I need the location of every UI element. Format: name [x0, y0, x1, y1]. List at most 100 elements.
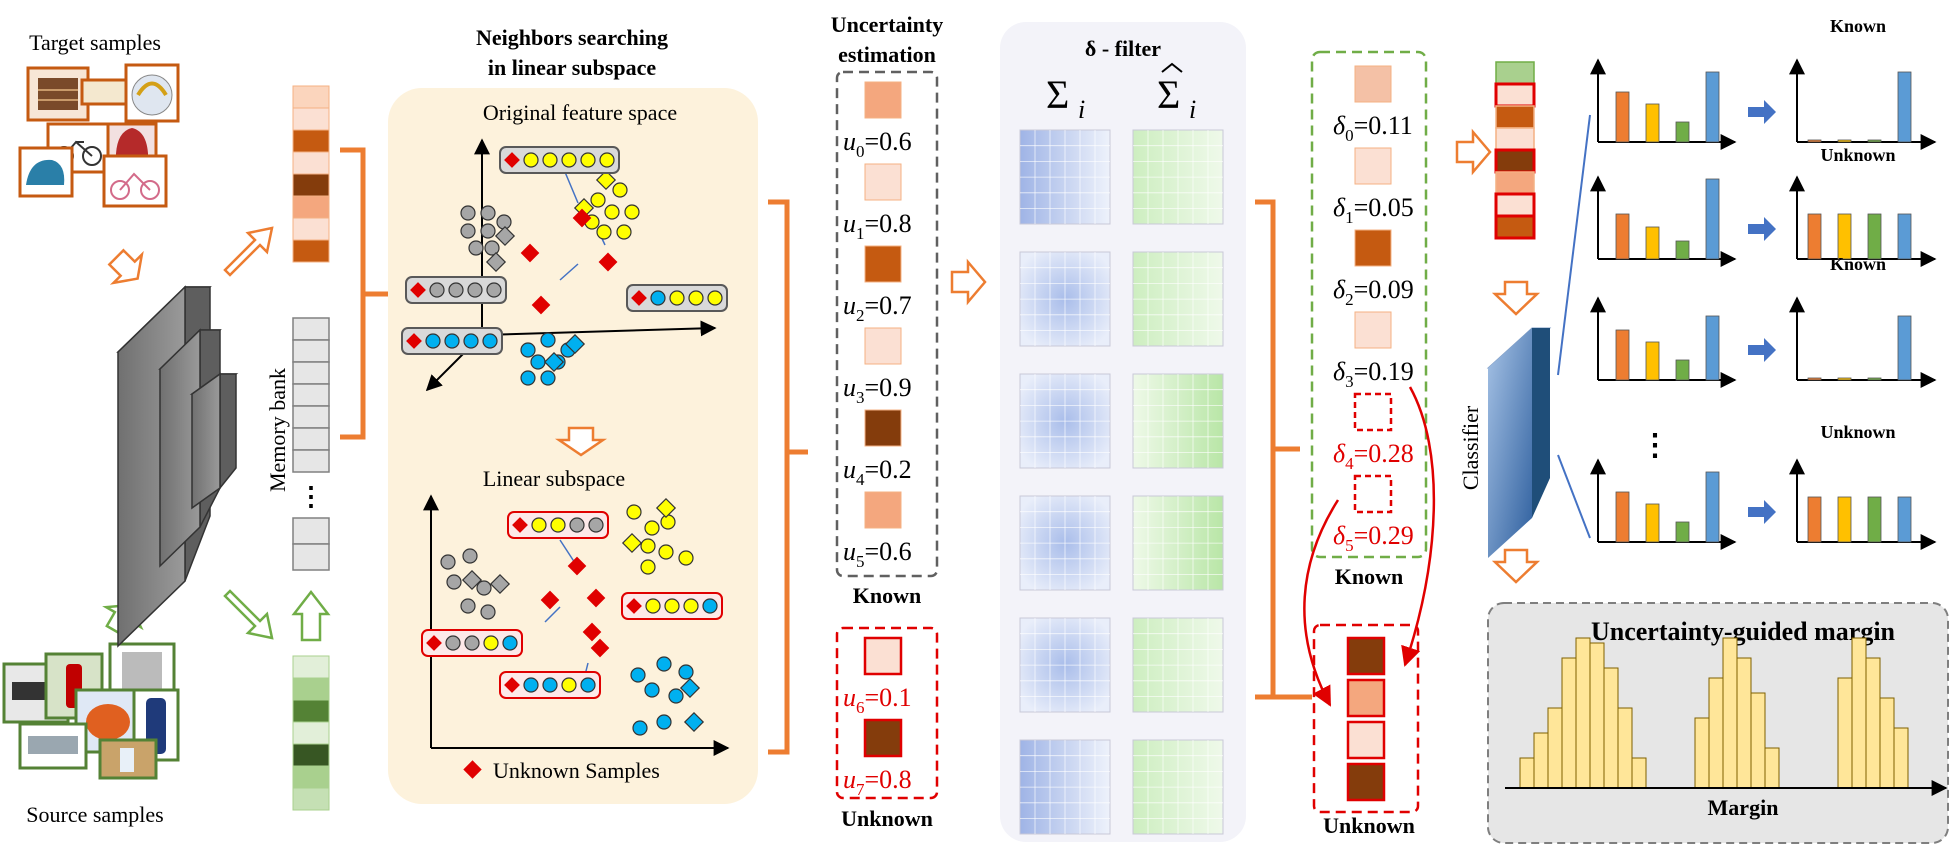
neighbor-pill-yellow-dot [599, 152, 615, 168]
output-right-bar [1897, 213, 1912, 260]
gray-dot [496, 214, 512, 230]
neighbor-pill-yellow-dot [580, 152, 596, 168]
target-feature-cell [292, 129, 330, 153]
delta-unknown-square [1353, 392, 1393, 432]
uncertainty-unknown-square [863, 718, 903, 758]
source-feature-cell [292, 721, 330, 745]
blue-dot [678, 664, 694, 680]
memory-bank-label: Memory bank [265, 368, 290, 492]
output-right-bar [1837, 139, 1852, 143]
red-arrow-delta4-to-unknown [1303, 499, 1340, 707]
margin-histogram-bar [1547, 707, 1563, 789]
yellow-dot [604, 204, 620, 220]
neighbor-pill-blue-dot [425, 333, 441, 349]
unknown-stack-cell [1346, 678, 1386, 718]
unknown-sample-diamond [531, 295, 551, 315]
target-image-pink-bike [102, 154, 168, 208]
output-left-bar [1645, 103, 1660, 143]
uncertainty-known-box [835, 70, 939, 578]
blue-dot [630, 667, 646, 683]
output-label-known: Known [1830, 16, 1886, 36]
output-right-bar [1897, 315, 1912, 381]
output-left-bar [1615, 91, 1630, 143]
margin-histogram-bar [1837, 677, 1853, 789]
delta-known-box [1310, 50, 1428, 559]
margin-histogram-bar [1603, 667, 1619, 789]
unknown-sample-diamond [567, 556, 587, 576]
uncertainty-title-line1: Uncertainty [831, 12, 943, 37]
gray-dot [460, 223, 476, 239]
subspace-pill-lower-dot [523, 677, 539, 693]
unknown-sample-diamond [586, 588, 606, 608]
margin-histogram-bar [1533, 732, 1549, 789]
linear-subspace-axes [423, 494, 730, 756]
blue-dot [520, 370, 536, 386]
memory-bank: ⋮ [292, 317, 330, 571]
uncertainty-unknown-list: u6=0.1u7=0.8 [843, 636, 912, 799]
uncertainty-known-label: u0=0.6 [843, 127, 912, 161]
neighbor-pill-blue-dot [463, 333, 479, 349]
yellow-dot [616, 224, 632, 240]
output-right-bar [1897, 496, 1912, 543]
unknown-stack-cell [1346, 720, 1386, 760]
neighbor-pill-yellow-dot [542, 152, 558, 168]
gray-dot [446, 574, 462, 590]
bracket-filter-to-delta [1255, 199, 1300, 700]
yellow-dot [644, 520, 660, 536]
source-feature-cell [292, 765, 330, 789]
classifier-fan-top [1557, 114, 1591, 376]
source-feature-cell [292, 655, 330, 679]
sigma-subscript: i [1078, 95, 1085, 124]
blue-dot [540, 332, 556, 348]
output-right-bar [1837, 213, 1852, 260]
yellow-dot [612, 182, 628, 198]
target-feature-cell [292, 107, 330, 131]
gray-diamond [489, 573, 511, 595]
output-right-bar [1807, 139, 1822, 143]
blue-dot [520, 342, 536, 358]
neighbor-pill-yellow-diamond [504, 152, 520, 168]
gray-dot [480, 604, 496, 620]
unknown-sample-diamond [520, 243, 540, 263]
hat-accent [1161, 62, 1183, 73]
margin-histogram-bar [1617, 707, 1633, 789]
blue-diamond [679, 677, 701, 699]
subspace-pill-left-diamond [426, 635, 442, 651]
output-right-bar [1867, 377, 1882, 381]
source-feature-cell [292, 699, 330, 723]
unknown-sample-diamond [590, 638, 610, 658]
uncertainty-title-line2: estimation [838, 42, 936, 67]
arrow-to-linear-subspace [554, 426, 608, 457]
neighbor-pill-mixed-diamond [631, 290, 647, 306]
output-left-bar [1705, 471, 1720, 543]
uncertainty-known-label: Known [853, 583, 921, 608]
neighbor-pill-mixed-dot [707, 290, 723, 306]
margin-histogram-bar [1519, 757, 1535, 789]
unknown-stack-cell [1346, 636, 1386, 676]
arrow-source-to-memory [291, 589, 331, 642]
neighbor-pill-gray-diamond [410, 282, 426, 298]
yellow-dot [624, 204, 640, 220]
subspace-pill-lower-dot [580, 677, 596, 693]
subspace-pill-lower-diamond [504, 677, 520, 693]
classifier-input-cell [1494, 148, 1536, 174]
output-label-unknown: Unknown [1820, 422, 1895, 442]
classifier-input-cell [1495, 61, 1535, 85]
margin-histogram-bar [1561, 657, 1577, 789]
subspace-pill-right-dot [683, 598, 699, 614]
blue-arrow-icon [1748, 338, 1776, 362]
classifier-input-cell [1495, 127, 1535, 151]
yellow-dot [678, 550, 694, 566]
gray-dot [476, 580, 492, 596]
bracket-neighbors-to-uncertainty [768, 199, 808, 755]
yellow-dot [640, 559, 656, 575]
output-left-bar [1645, 503, 1660, 543]
gray-diamond [494, 225, 516, 247]
classifier-block [1486, 327, 1552, 558]
delta-unknown-stack [1346, 636, 1386, 802]
sigma-hat-symbol: Σ [1157, 72, 1180, 117]
yellow-diamond [621, 532, 643, 554]
output-left-bar [1615, 213, 1630, 260]
neighbor-pill-gray-dot [467, 282, 483, 298]
